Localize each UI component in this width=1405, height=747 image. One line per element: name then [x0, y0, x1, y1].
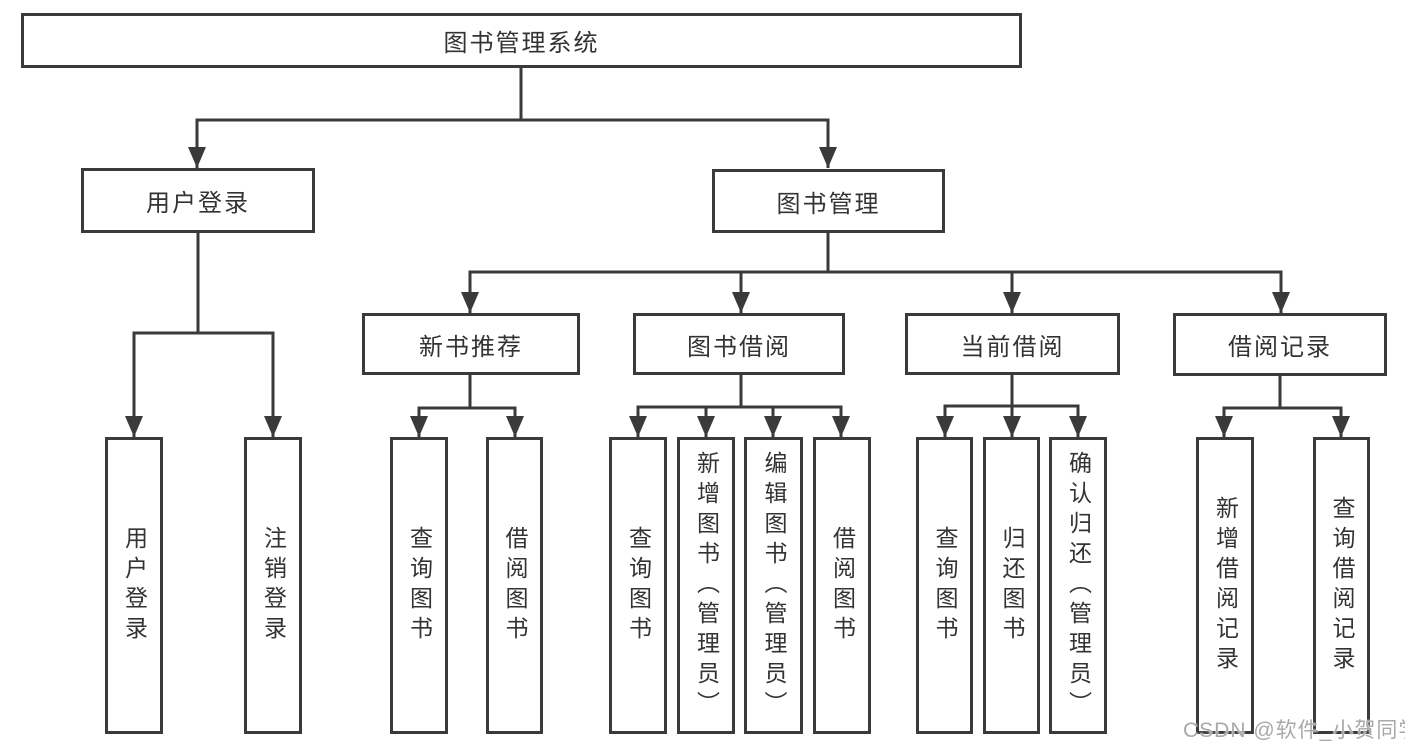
arrowhead — [732, 292, 750, 313]
leaf-query-book-recommend: 查询图书 — [390, 437, 448, 734]
arrowhead — [506, 416, 524, 437]
leaf-logout: 注销登录 — [244, 437, 302, 734]
node-borrow-records-label: 借阅记录 — [1228, 334, 1332, 361]
leaf-add-borrow-record-label: 新增借阅记录 — [1212, 495, 1239, 676]
arrowhead — [125, 416, 143, 437]
leaf-return-book: 归还图书 — [983, 437, 1040, 734]
arrowhead — [697, 416, 715, 437]
leaf-confirm-return-admin-label: 确认归还（管理员） — [1065, 450, 1092, 721]
arrowhead — [936, 416, 954, 437]
connector-book-management-to-level3 — [468, 233, 1283, 313]
leaf-query-book-current: 查询图书 — [916, 437, 973, 734]
node-current-borrow: 当前借阅 — [905, 313, 1120, 375]
arrowhead — [1069, 416, 1087, 437]
leaf-user-login: 用户登录 — [105, 437, 163, 734]
node-new-book-recommend-label: 新书推荐 — [419, 333, 523, 361]
node-book-management: 图书管理 — [712, 169, 945, 233]
leaf-query-book-recommend-label: 查询图书 — [406, 525, 433, 646]
arrowhead — [764, 416, 782, 437]
leaf-edit-book-admin: 编辑图书（管理员） — [744, 437, 803, 734]
leaf-edit-book-admin-label: 编辑图书（管理员） — [761, 450, 787, 721]
leaf-borrow-book-label: 借阅图书 — [829, 525, 856, 646]
node-user-login-label: 用户登录 — [146, 190, 250, 217]
arrowhead — [629, 416, 647, 437]
arrowhead — [1332, 416, 1350, 437]
csdn-watermark: CSDN @软件_小贺同学 — [1183, 719, 1405, 742]
arrowhead — [832, 416, 850, 437]
arrowhead — [264, 416, 282, 437]
leaf-query-book-current-label: 查询图书 — [932, 525, 958, 646]
node-book-borrow: 图书借阅 — [633, 313, 845, 375]
connector-book-borrow-to-leaves — [636, 375, 843, 437]
node-user-login: 用户登录 — [81, 168, 315, 233]
connector-current-borrow-to-leaves — [943, 375, 1080, 437]
leaf-user-login-label: 用户登录 — [121, 525, 148, 646]
arrowhead — [819, 147, 837, 168]
leaf-query-borrow-record-label: 查询借阅记录 — [1329, 495, 1355, 676]
arrowhead — [188, 147, 206, 168]
arrowhead — [410, 416, 428, 437]
leaf-add-book-admin: 新增图书（管理员） — [677, 437, 735, 734]
node-book-management-label: 图书管理 — [776, 190, 881, 218]
leaf-return-book-label: 归还图书 — [999, 525, 1025, 646]
leaf-confirm-return-admin: 确认归还（管理员） — [1049, 437, 1107, 734]
node-current-borrow-label: 当前借阅 — [960, 333, 1065, 361]
connector-new-book-recommend-to-leaves — [417, 375, 517, 437]
arrowhead — [1272, 292, 1290, 313]
leaf-borrow-book: 借阅图书 — [813, 437, 871, 734]
arrowhead — [1215, 416, 1233, 437]
leaf-borrow-book-recommend-label: 借阅图书 — [502, 525, 528, 646]
leaf-add-borrow-record: 新增借阅记录 — [1196, 437, 1254, 734]
leaf-query-book-borrow-label: 查询图书 — [625, 525, 652, 646]
node-borrow-records: 借阅记录 — [1173, 313, 1387, 376]
node-root-system: 图书管理系统 — [21, 13, 1022, 68]
node-root-label: 图书管理系统 — [443, 30, 600, 57]
leaf-query-borrow-record: 查询借阅记录 — [1313, 437, 1370, 734]
arrowhead — [1003, 292, 1021, 313]
arrowhead — [1003, 416, 1021, 437]
leaf-logout-label: 注销登录 — [260, 525, 287, 646]
connector-root-to-level2 — [195, 68, 830, 168]
connector-user-login-to-leaves — [132, 233, 275, 437]
arrowhead — [461, 292, 479, 313]
leaf-borrow-book-recommend: 借阅图书 — [486, 437, 543, 734]
node-book-borrow-label: 图书借阅 — [687, 333, 791, 361]
node-new-book-recommend: 新书推荐 — [362, 313, 580, 375]
leaf-query-book-borrow: 查询图书 — [609, 437, 667, 734]
leaf-add-book-admin-label: 新增图书（管理员） — [693, 450, 720, 721]
connector-borrow-records-to-leaves — [1222, 376, 1343, 437]
